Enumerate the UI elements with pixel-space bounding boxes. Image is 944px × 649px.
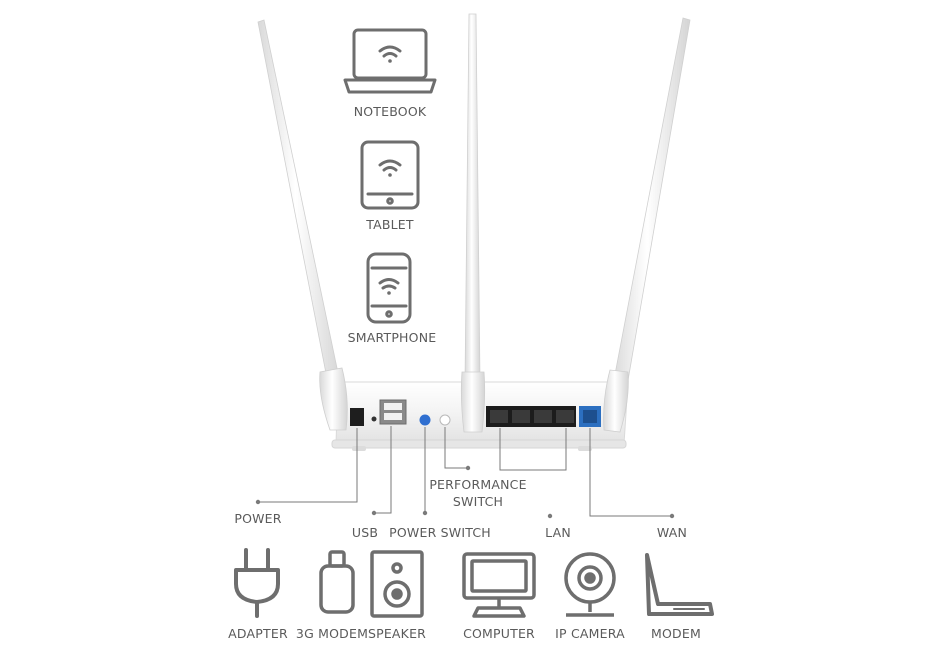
smartphone-wifi-icon — [366, 252, 412, 324]
lan-label: LAN — [545, 525, 571, 540]
lan-ports — [486, 406, 576, 427]
3g-modem-label: 3G MODEM — [295, 626, 369, 641]
performance-callout — [444, 427, 468, 469]
router-base — [331, 439, 627, 449]
ip-camera-label: IP CAMERA — [555, 626, 625, 641]
plug-icon — [234, 548, 280, 618]
performance-switch-button — [439, 414, 451, 426]
usb-callout — [374, 426, 392, 514]
monitor-icon — [462, 552, 536, 618]
power-label: POWER — [234, 511, 282, 526]
lan-callout — [499, 428, 567, 471]
wan-label: WAN — [656, 525, 688, 540]
computer-label: COMPUTER — [463, 626, 535, 641]
modem-label: MODEM — [651, 626, 701, 641]
antenna-center — [460, 13, 486, 433]
power-jack — [350, 408, 364, 426]
power-callout — [258, 428, 358, 503]
laptop-side-icon — [645, 553, 714, 616]
speaker-label: SPEAKER — [367, 626, 427, 641]
router — [257, 13, 691, 451]
wan-port — [579, 406, 601, 427]
smartphone-label: SMARTPHONE — [347, 330, 437, 345]
reset-hole — [371, 416, 377, 422]
notebook-wifi-icon — [343, 28, 437, 94]
speaker-icon — [370, 550, 424, 618]
antenna-right — [603, 17, 691, 433]
usb-stick-icon — [319, 550, 355, 614]
usb-ports — [379, 399, 407, 425]
power-switch-button — [419, 414, 431, 426]
antenna-left — [257, 19, 348, 431]
webcam-icon — [564, 552, 616, 617]
adapter-label: ADAPTER — [228, 626, 288, 641]
notebook-label: NOTEBOOK — [353, 104, 427, 119]
usb-label: USB — [351, 525, 379, 540]
wan-callout — [589, 428, 672, 517]
tablet-wifi-icon — [360, 140, 420, 210]
callout-dots — [255, 465, 675, 519]
performance-switch-label-line1: PERFORMANCE — [429, 477, 527, 492]
tablet-label: TABLET — [366, 217, 414, 232]
power-switch-label: POWER SWITCH — [389, 525, 491, 540]
performance-switch-label-line2: SWITCH — [452, 494, 504, 509]
callout-lines — [258, 426, 672, 517]
